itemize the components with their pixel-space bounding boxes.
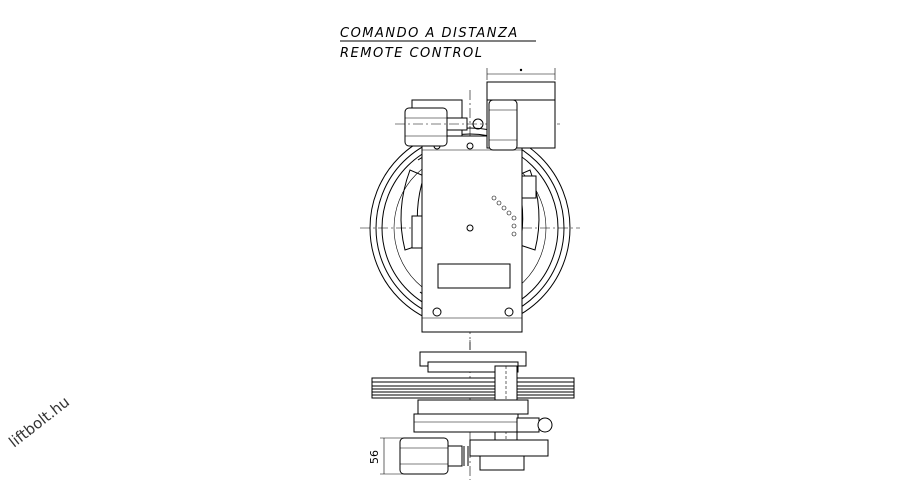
title-italian: COMANDO A DISTANZA bbox=[340, 26, 519, 41]
hub-center bbox=[466, 224, 474, 232]
side-bracket bbox=[411, 215, 423, 249]
front-view bbox=[360, 68, 580, 350]
bolt-hole bbox=[466, 142, 474, 150]
bolt-hole bbox=[504, 307, 514, 317]
mounting-plate bbox=[421, 135, 523, 333]
title-english: REMOTE CONTROL bbox=[340, 46, 483, 61]
title-block: COMANDO A DISTANZA REMOTE CONTROL bbox=[340, 26, 536, 61]
cam-hole-pattern bbox=[491, 195, 517, 237]
remote-control-box bbox=[486, 68, 556, 151]
watermark-text: liftbolt.hu bbox=[5, 393, 73, 451]
dimension-label-56: 56 bbox=[368, 450, 381, 464]
roller-assembly-bottom bbox=[399, 437, 549, 475]
bolt-hole bbox=[432, 307, 442, 317]
section-view: 56 bbox=[368, 340, 575, 480]
nameplate-window bbox=[437, 263, 511, 289]
sheave-grooves bbox=[371, 377, 575, 399]
roller-assembly-left bbox=[395, 99, 560, 147]
side-bracket bbox=[521, 175, 537, 199]
height-dimension: 56 bbox=[368, 437, 404, 475]
